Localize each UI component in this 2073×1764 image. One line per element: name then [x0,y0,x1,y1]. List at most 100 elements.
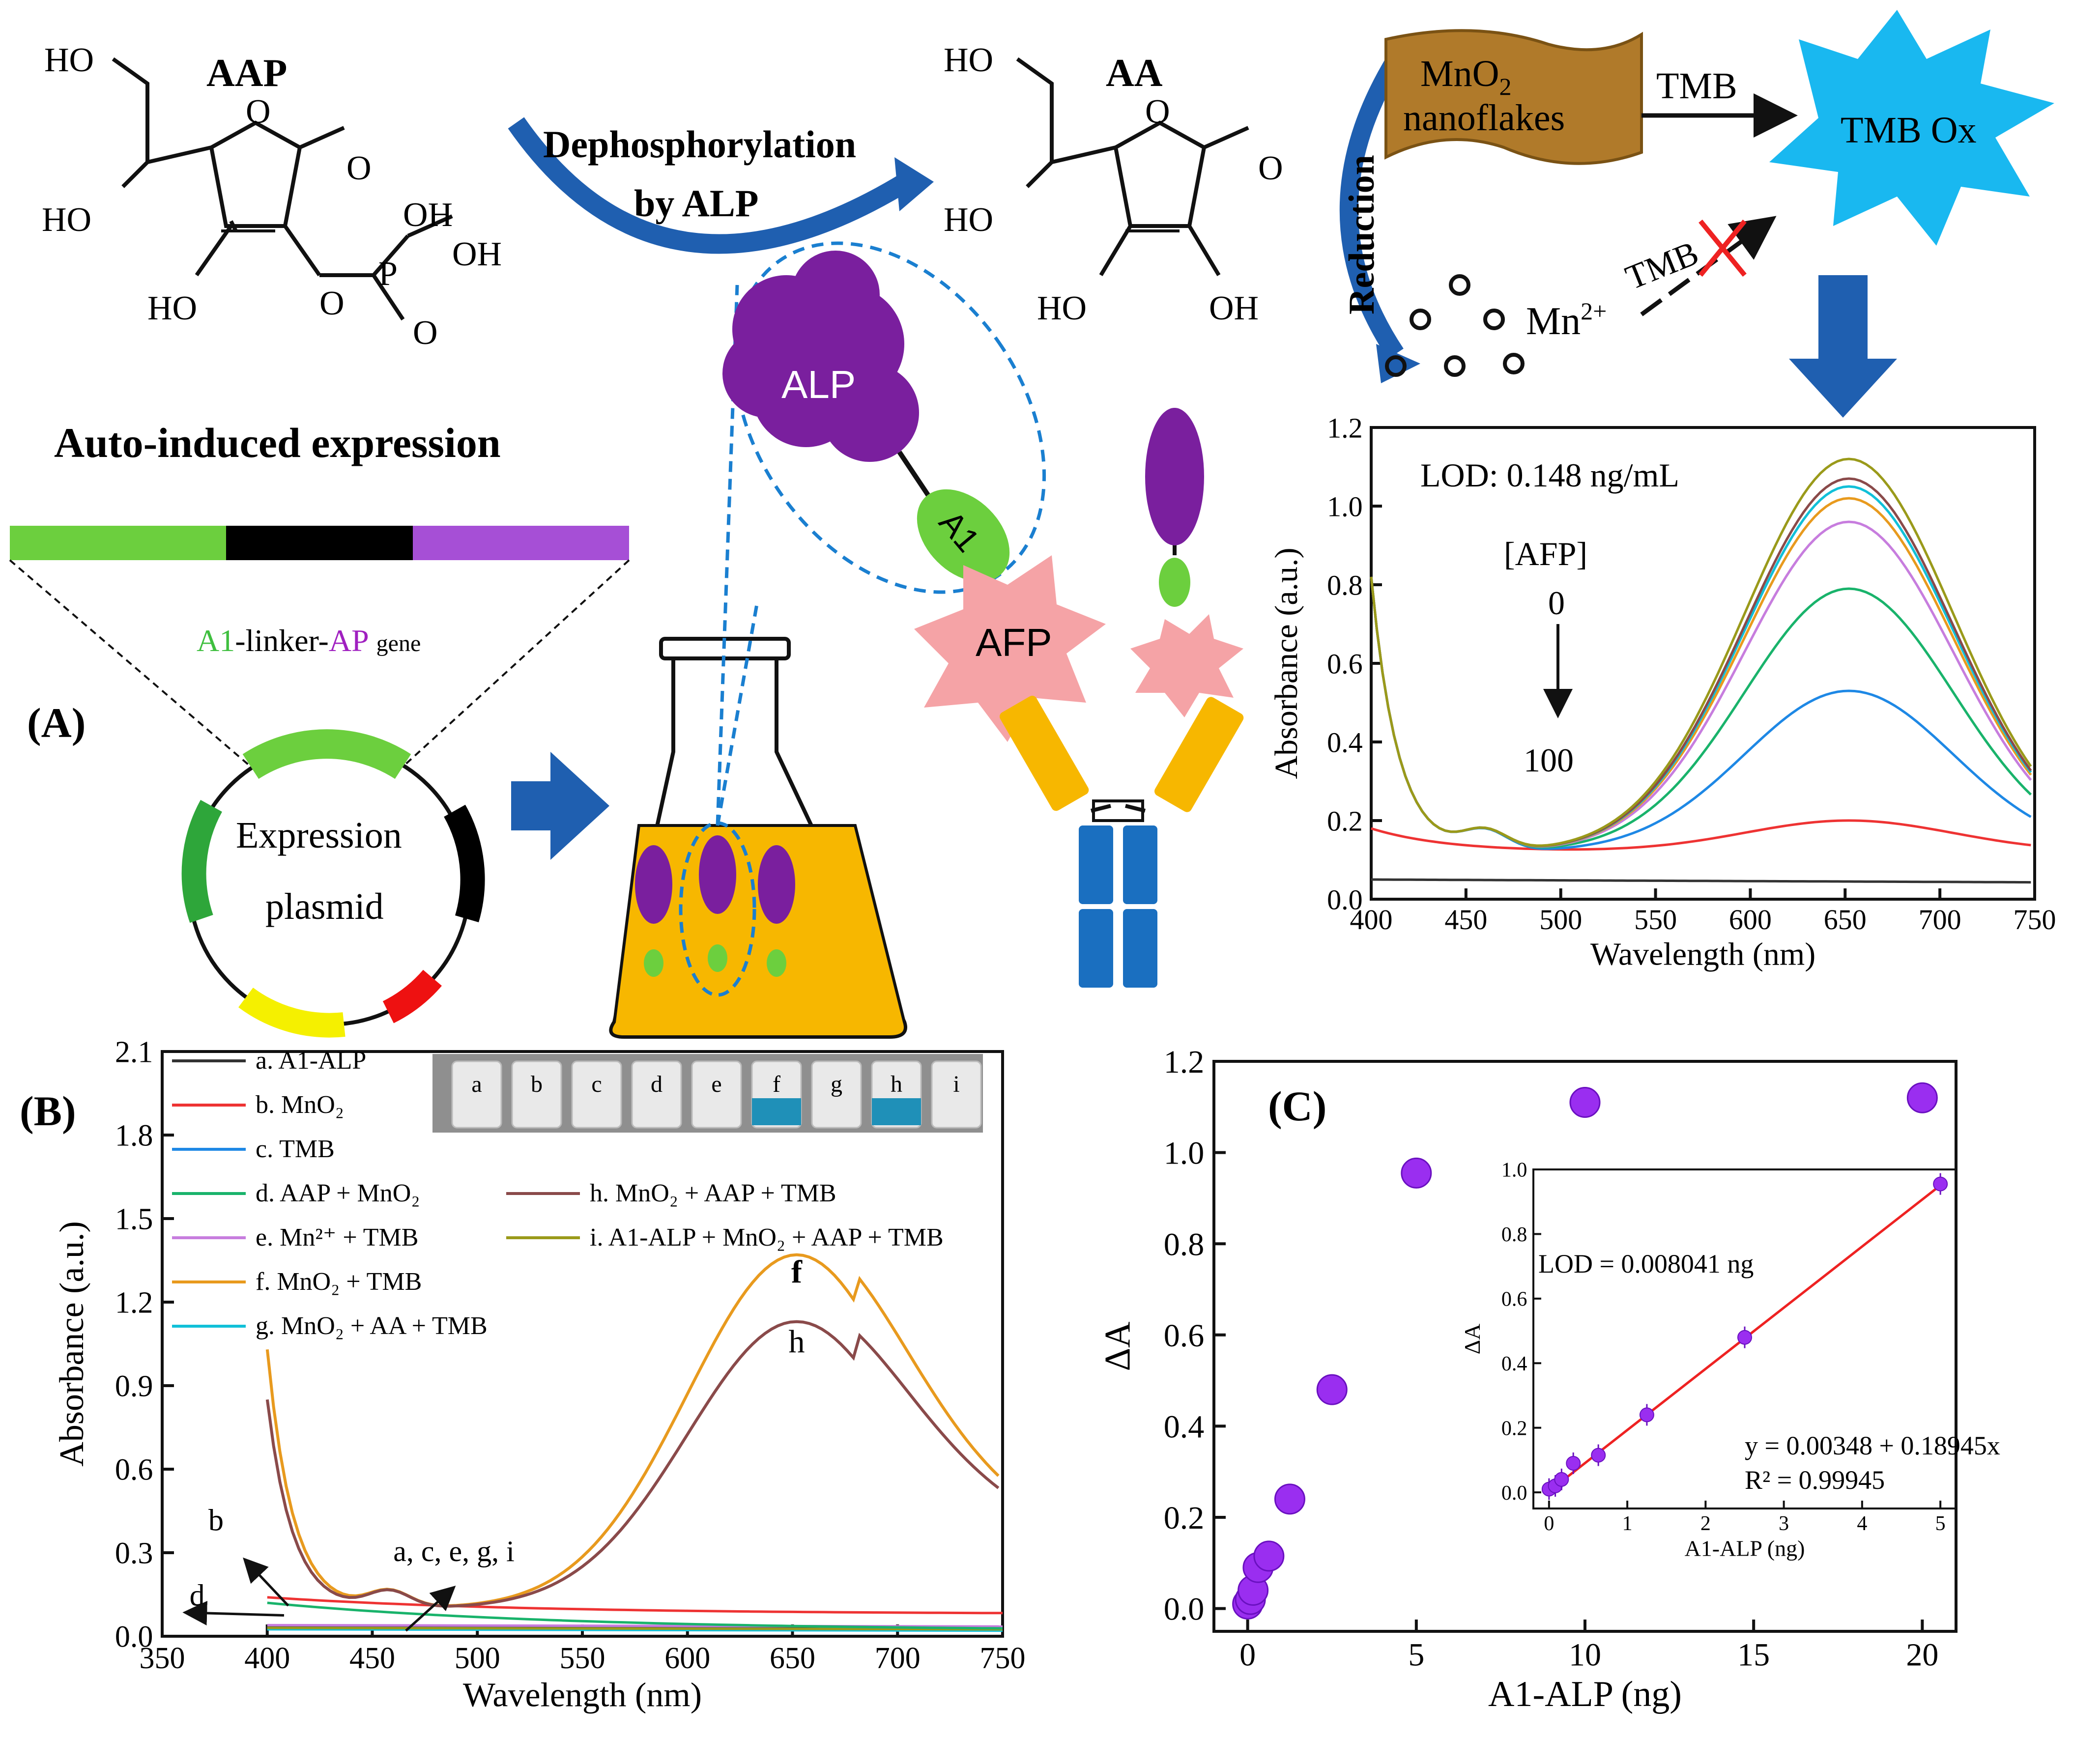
vial-blue [872,1098,921,1125]
aap-structure [112,57,453,321]
spectrum-f [265,1253,1000,1607]
reduction-arrow [1339,39,1413,359]
second-alp [1130,408,1243,717]
plot-frame [1212,1060,1958,1633]
x-tick-label: 0 [1239,1637,1256,1673]
aap-o-carbonyl: O [346,149,372,187]
y-tick-label: 1.2 [1164,1044,1205,1080]
y-tick-label: 0.8 [1327,569,1363,601]
x-tick-label: 10 [1569,1637,1601,1673]
vial [691,1060,742,1129]
dephos-arrow [508,117,920,254]
legend-entry: e. Mn²⁺ + TMB [256,1223,418,1252]
y-axis-label: ΔA [1460,1324,1485,1355]
spectrum-line [1370,576,2032,849]
x-tick-label: 450 [1444,904,1487,936]
y-tick-label: 0.0 [1164,1592,1205,1627]
afp-annotation: [AFP] [1504,535,1587,572]
mn-ions [1385,274,1525,377]
legend-entry: c. TMB [256,1135,335,1163]
vial-label: e [711,1071,721,1097]
vial [631,1060,682,1129]
y-tick-label: 1.8 [115,1119,153,1153]
x-tick-label: 20 [1906,1637,1938,1673]
x-tick-label: 600 [1729,904,1772,936]
x-tick-label: 500 [455,1642,500,1675]
y-tick-label: 0.8 [1164,1226,1205,1262]
plasmid-label-2: plasmid [265,886,384,927]
x-tick-label: 4 [1857,1512,1867,1535]
x-tick-label: 400 [244,1642,290,1675]
mno2-label: MnO2 [1420,53,1511,100]
afp-label: AFP [976,621,1052,664]
plasmid-segment-darkgreen [181,799,223,923]
mno2-nanoflakes [1384,29,1643,165]
inset-equation: y = 0.00348 + 0.18945x [1745,1431,2000,1460]
zoom-dash-2 [716,604,759,826]
aap-ho-mid: HO [42,201,91,239]
aap-oh2: OH [452,235,502,273]
aa-title: AA [1106,52,1163,95]
vial [511,1060,562,1129]
aap-title: AAP [206,52,287,95]
x-tick-label: 450 [349,1642,395,1675]
arrow-group [405,1585,456,1632]
spectrum-d [267,1601,1003,1630]
a1-domain [917,489,1010,582]
plasmid-segment-black [444,804,485,923]
data-point [1253,1540,1285,1572]
y-tick-label: 0.6 [1327,648,1363,680]
spectrum-line [1371,878,2031,884]
aa-ho-bottom: HO [1037,289,1087,327]
legend-entry: a. A1-ALP [256,1047,366,1075]
data-point [1274,1483,1305,1515]
x-axis-label: A1-ALP (ng) [1488,1674,1682,1714]
vial [931,1060,982,1129]
data-point [1569,1087,1601,1118]
gene-a1-segment [10,526,226,560]
vial-label: d [651,1071,662,1097]
legend-entry: h. MnO₂ + AAP + TMB [590,1179,836,1207]
aa-oh-bottom: OH [1209,289,1259,327]
flask-proteins [635,821,795,997]
y-tick-label: 0.6 [1501,1288,1527,1311]
y-axis-label: Absorbance (a.u.) [1268,548,1304,779]
spectrum-line [1370,457,2032,847]
y-tick-label: 2.1 [115,1036,153,1069]
spectrum-flat [267,1628,1003,1632]
x-axis-label: Wavelength (nm) [1590,936,1815,972]
y-tick-label: 1.0 [1164,1136,1205,1171]
data-point [1906,1082,1938,1113]
x-tick-label: 350 [140,1642,185,1675]
spectrum-h [265,1320,1000,1608]
x-tick-label: 550 [1634,904,1677,936]
tmb-ox-label: TMB Ox [1841,110,1977,151]
label-f: f [791,1254,803,1290]
y-axis-label: ΔA [1097,1321,1138,1371]
x-tick-label: 2 [1700,1512,1711,1535]
right-arrow [511,752,609,860]
y-tick-label: 0.4 [1501,1353,1527,1375]
y-tick-label: 0.2 [1327,805,1363,837]
x-tick-label: 600 [664,1642,710,1675]
x-tick-label: 400 [1350,904,1393,936]
vial-label: g [831,1071,842,1097]
inset-data-point [1554,1472,1569,1487]
aap-o-dbl: O [413,314,438,352]
mn-ion-label: Mn2+ [1526,297,1607,343]
vial [571,1060,622,1129]
y-tick-label: 0.2 [1164,1500,1205,1536]
x-tick-label: 1 [1622,1512,1633,1535]
vial-label: h [891,1071,902,1097]
aap-oh1: OH [403,196,453,234]
legend-entry: g. MnO₂ + AA + TMB [256,1312,488,1340]
x-tick-label: 650 [770,1642,815,1675]
x-tick-label: 750 [980,1642,1026,1675]
x-tick-label: 700 [1919,904,1961,936]
y-tick-label: 0.0 [1327,883,1363,915]
inset-data-point [1933,1176,1948,1192]
